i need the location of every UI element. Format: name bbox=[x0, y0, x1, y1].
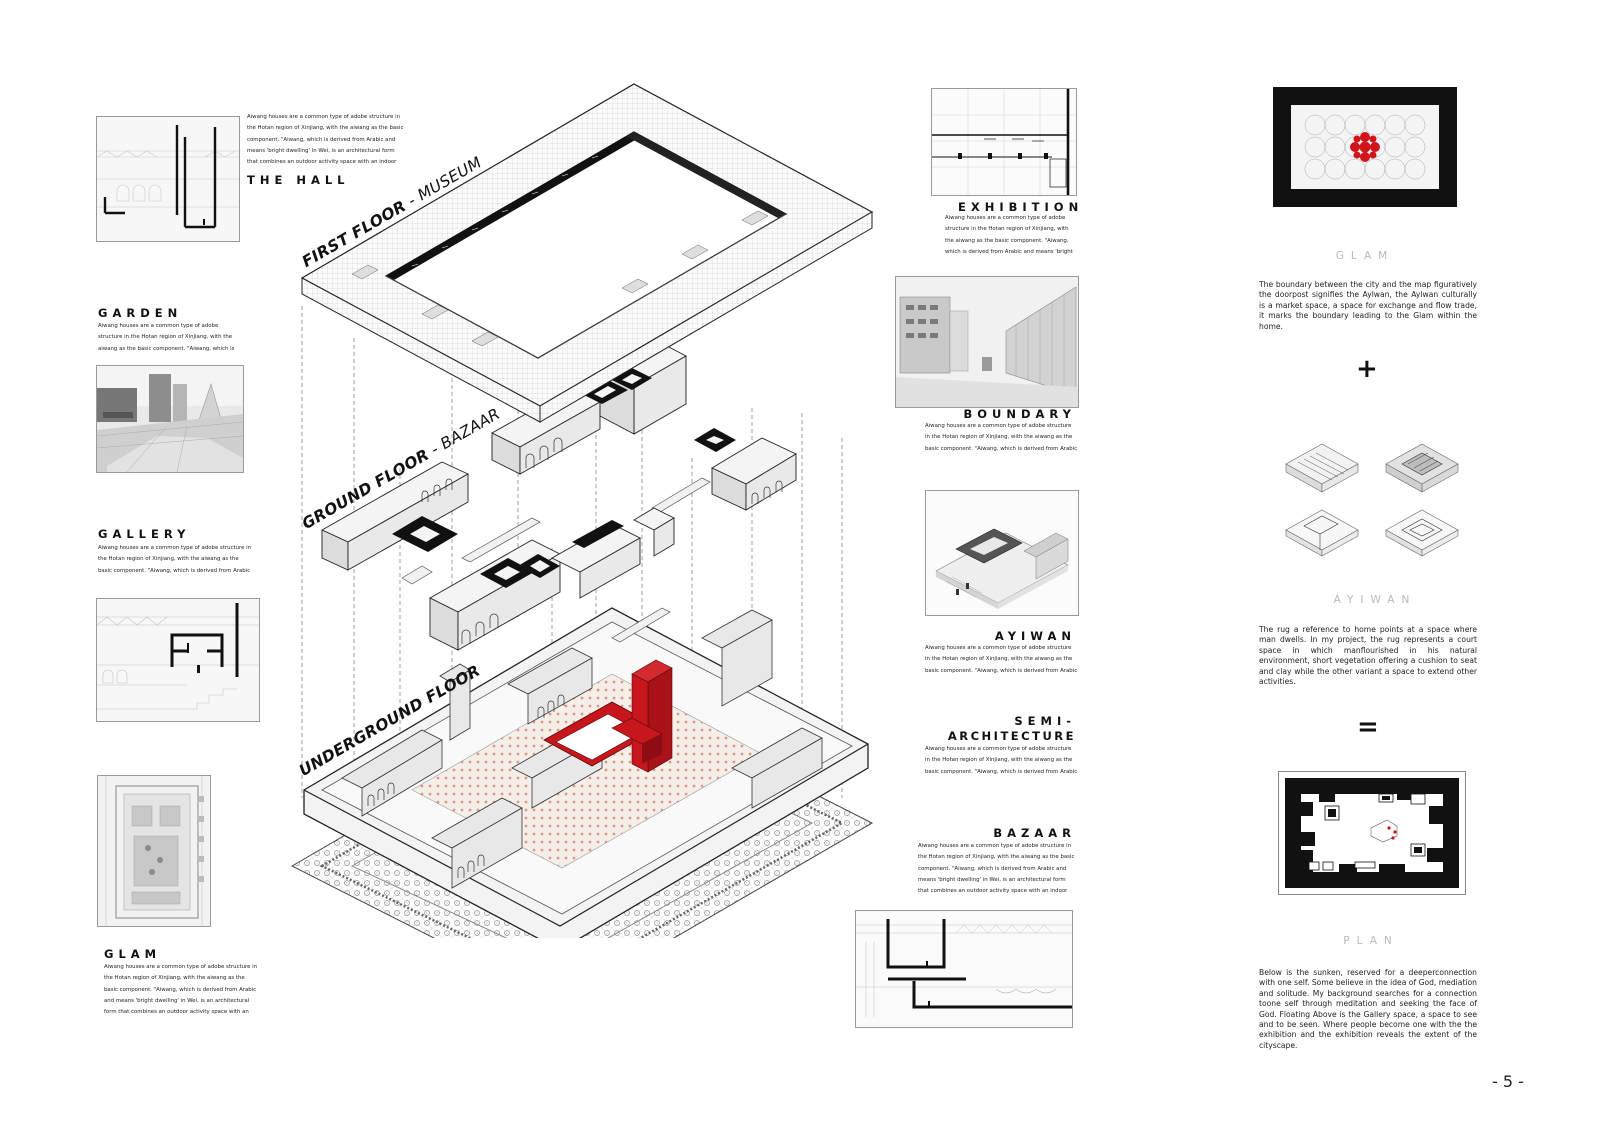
bazaar-title: BAZAAR bbox=[993, 826, 1076, 840]
gallery-section-drawing bbox=[96, 598, 260, 722]
glam-left-title: GLAM bbox=[104, 947, 162, 961]
plan-drawing bbox=[1278, 771, 1466, 895]
ayiwan-axon-drawing bbox=[925, 490, 1079, 616]
glam-rug-drawing bbox=[1273, 87, 1457, 207]
exhibition-plan-drawing bbox=[931, 88, 1077, 196]
boundary-render bbox=[895, 276, 1079, 408]
glam-caption: GLAM bbox=[1335, 250, 1395, 262]
gallery-description: Aiwang houses are a common type of adobe… bbox=[98, 545, 252, 574]
page-number: - 5 - bbox=[1492, 1072, 1524, 1091]
exhibition-title: EXHIBITION bbox=[958, 200, 1084, 214]
boundary-title: BOUNDARY bbox=[963, 407, 1076, 421]
semi-title-line2: ARCHITECTURE bbox=[947, 729, 1076, 743]
equals-symbol: = bbox=[1357, 712, 1379, 742]
plus-symbol: + bbox=[1356, 354, 1378, 384]
semi-description: Aiwang houses are a common type of adobe… bbox=[925, 746, 1078, 775]
underground-floor-layer bbox=[303, 607, 869, 938]
bazaar-section-drawing bbox=[855, 910, 1073, 1028]
first-floor-layer bbox=[300, 83, 874, 423]
glam-plan-svg bbox=[98, 776, 210, 926]
boundary-render-svg bbox=[896, 277, 1078, 407]
exhibition-plan-svg bbox=[932, 89, 1076, 195]
ayiwan-variants-svg bbox=[1285, 443, 1459, 557]
semi-title-line1: SEMI- bbox=[1014, 714, 1076, 728]
garden-render bbox=[96, 365, 244, 473]
garden-description: Aiwang houses are a common type of adobe… bbox=[98, 323, 235, 352]
hall-title: THE HALL bbox=[247, 173, 350, 187]
hall-section-drawing bbox=[96, 116, 240, 242]
ayiwan-caption: AYIWAN bbox=[1333, 594, 1417, 606]
ayiwan-title: AYIWAN bbox=[994, 629, 1076, 643]
plan-caption: PLAN bbox=[1343, 935, 1399, 947]
plan-body-text: Below is the sunken, reserved for a deep… bbox=[1259, 968, 1477, 1050]
ayiwan-body-text: The rug a reference to home points at a … bbox=[1259, 625, 1477, 687]
ayiwan-description: Aiwang houses are a common type of adobe… bbox=[925, 645, 1078, 674]
glam-left-description: Aiwang houses are a common type of adobe… bbox=[104, 964, 258, 1016]
exploded-axonometric bbox=[290, 83, 874, 938]
hall-description: Aiwang houses are a common type of adobe… bbox=[247, 114, 404, 166]
gallery-section-svg bbox=[97, 599, 259, 721]
garden-title: GARDEN bbox=[98, 306, 183, 320]
ayiwan-variants-drawing bbox=[1282, 434, 1468, 564]
plan-svg bbox=[1285, 778, 1459, 888]
gallery-title: GALLERY bbox=[98, 527, 191, 541]
boundary-description: Aiwang houses are a common type of adobe… bbox=[925, 423, 1078, 452]
glam-rug-svg bbox=[1273, 87, 1457, 207]
red-sunken-element bbox=[543, 659, 673, 773]
glam-plan-drawing bbox=[97, 775, 211, 927]
ayiwan-axon-svg bbox=[926, 491, 1078, 615]
exhibition-description: Aiwang houses are a common type of adobe… bbox=[945, 215, 1073, 255]
glam-body-text: The boundary between the city and the ma… bbox=[1259, 280, 1477, 331]
bazaar-section-svg bbox=[856, 911, 1072, 1027]
ground-floor-layer bbox=[321, 337, 797, 651]
hall-section-svg bbox=[97, 117, 239, 241]
garden-render-svg bbox=[97, 366, 243, 472]
bazaar-description: Aiwang houses are a common type of adobe… bbox=[918, 843, 1075, 895]
